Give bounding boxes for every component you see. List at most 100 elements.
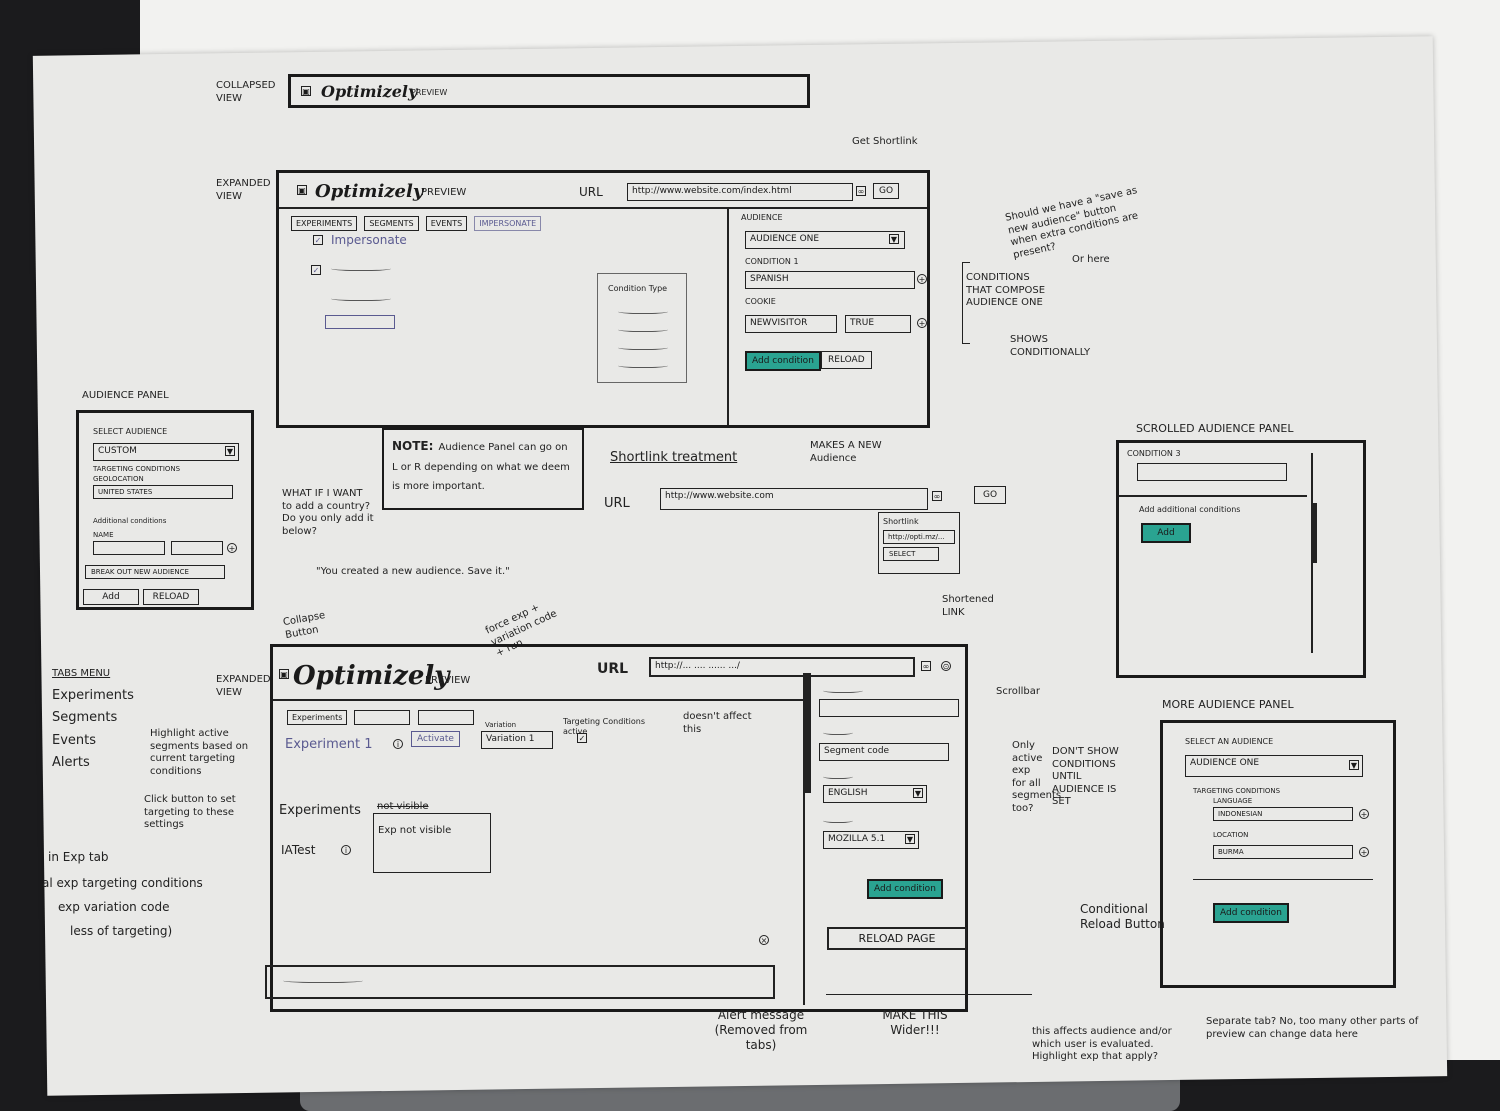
audience-panel: SELECT AUDIENCE CUSTOM ▼ TARGETING CONDI…: [76, 410, 254, 610]
tab-segments[interactable]: SEGMENTS: [364, 216, 419, 231]
sp-condition3-label: CONDITION 3: [1127, 449, 1181, 458]
exp-variation-line: exp variation code: [58, 900, 170, 914]
make-wider-line: [826, 994, 1032, 995]
audience-heading: AUDIENCE: [741, 213, 783, 222]
cookie-name-field[interactable]: NEWVISITOR: [745, 315, 837, 333]
tab-events[interactable]: EVENTS: [425, 216, 468, 231]
ap-reload-button[interactable]: RELOAD: [143, 589, 199, 605]
reload-page-button[interactable]: RELOAD PAGE: [827, 927, 967, 950]
ia-test-info-icon[interactable]: i: [341, 845, 351, 855]
tabs-menu-item: Experiments: [52, 688, 134, 703]
bottom-shortlink-icon[interactable]: ∞: [921, 661, 931, 671]
mp-select-arrow-icon[interactable]: ▼: [1349, 760, 1359, 770]
experiment-info-icon[interactable]: i: [393, 739, 403, 749]
impersonate-dropdown[interactable]: [325, 315, 395, 329]
bottom-tab-3[interactable]: [417, 710, 474, 725]
top-go-button[interactable]: GO: [873, 183, 900, 199]
collapse-toggle-icon[interactable]: ▣: [301, 86, 311, 96]
sidebar-line: [823, 687, 863, 693]
tabs-menu-item: Alerts: [52, 754, 90, 770]
collapse-button-icon[interactable]: ▣: [297, 185, 307, 195]
ap-plus-icon[interactable]: +: [227, 543, 237, 553]
bottom-go-icon[interactable]: ⊙: [941, 661, 951, 671]
bottom-tab-2[interactable]: [354, 710, 411, 725]
mp-language-plus-icon[interactable]: +: [1359, 809, 1369, 819]
ap-select-arrow-icon[interactable]: ▼: [225, 446, 235, 456]
mp-targeting-label: TARGETING CONDITIONS: [1193, 787, 1281, 795]
tab-experiments[interactable]: EXPERIMENTS: [291, 216, 358, 231]
english-arrow-icon[interactable]: ▼: [913, 788, 923, 798]
affects-audience-note: this affects audience and/or which user …: [1032, 1026, 1172, 1062]
add-condition-button[interactable]: Add condition: [745, 351, 821, 371]
bottom-sidebar: Segment code ENGLISH ▼ MOZILLA 5.1 ▼ Add…: [803, 673, 971, 1005]
impersonate-label: Impersonate: [331, 233, 407, 247]
english-select[interactable]: ENGLISH: [823, 785, 927, 803]
ap-add-button[interactable]: Add: [83, 589, 139, 605]
sp-add-button[interactable]: Add: [1141, 523, 1191, 543]
placeholder-line: [331, 295, 391, 301]
scrolled-panel-title: SCROLLED AUDIENCE PANEL: [1136, 422, 1294, 435]
shortlink-icon[interactable]: ∞: [856, 186, 866, 196]
bottom-collapse-icon[interactable]: ▣: [279, 669, 289, 679]
mp-location-field[interactable]: BURMA: [1213, 845, 1353, 859]
cookie-value-field[interactable]: TRUE: [845, 315, 911, 333]
ap-select-field[interactable]: CUSTOM: [93, 443, 239, 461]
expanded-view-label-top: EXPANDED VIEW: [216, 178, 271, 202]
segment-code-field[interactable]: Segment code: [819, 743, 949, 761]
shortlink-go-button[interactable]: GO: [974, 486, 1007, 504]
tabs-menu-list: Experiments Segments Events Alerts: [52, 688, 142, 771]
shortlink-select-button[interactable]: SELECT: [883, 547, 939, 561]
tabs-menu-item: Segments: [52, 710, 118, 726]
mp-divider: [1193, 879, 1373, 880]
ia-test-label: IATest: [281, 843, 316, 857]
reload-button[interactable]: RELOAD: [821, 351, 872, 369]
add-condition-plus-icon[interactable]: +: [917, 274, 927, 284]
ap-name-field[interactable]: [93, 541, 165, 555]
sidebar-field-1[interactable]: [819, 699, 959, 717]
impersonate-checkbox-icon[interactable]: ✓: [313, 235, 323, 245]
expanded-view-label-bottom: EXPANDED VIEW: [216, 674, 271, 698]
mozilla-select[interactable]: MOZILLA 5.1: [823, 831, 919, 849]
dont-show-note: DON'T SHOW CONDITIONS UNTIL AUDIENCE IS …: [1052, 746, 1119, 807]
ap-name-label: NAME: [93, 531, 114, 539]
mp-add-condition-button[interactable]: Add condition: [1213, 903, 1289, 923]
mp-language-field[interactable]: INDONESIAN: [1213, 807, 1353, 821]
shortlink-popup-field[interactable]: http://opti.mz/...: [883, 530, 955, 544]
more-panel-title: MORE AUDIENCE PANEL: [1162, 698, 1294, 711]
shortlink-url-icon[interactable]: ∞: [932, 491, 942, 501]
sp-condition3-field[interactable]: [1137, 463, 1287, 481]
top-url-field[interactable]: http://www.website.com/index.html: [627, 183, 853, 201]
tab-impersonate[interactable]: IMPERSONATE: [474, 216, 542, 231]
expanded-window-bottom: ▣ Optimizely PREVIEW URL http://... ....…: [265, 644, 971, 1012]
alert-close-icon[interactable]: ×: [759, 935, 769, 945]
mp-location-plus-icon[interactable]: +: [1359, 847, 1369, 857]
scrollbar-note: Scrollbar: [996, 686, 1040, 697]
cookie-plus-icon[interactable]: +: [917, 318, 927, 328]
variation-select[interactable]: Variation 1: [481, 731, 553, 749]
condition1-select[interactable]: SPANISH: [745, 271, 915, 289]
bottom-url-field[interactable]: http://... .... ...... .../: [649, 657, 915, 677]
shortlink-popup-title: Shortlink: [883, 517, 919, 526]
or-here-note: Or here: [1072, 254, 1110, 265]
ap-value-field[interactable]: [171, 541, 223, 555]
bottom-tab-experiments[interactable]: Experiments: [287, 710, 348, 725]
activate-button[interactable]: Activate: [411, 731, 460, 747]
expanded-window-top: ▣ Optimizely PREVIEW URL http://www.webs…: [276, 170, 930, 428]
targeting-checkbox-icon[interactable]: ✓: [577, 733, 587, 743]
ap-geo-field[interactable]: UNITED STATES: [93, 485, 233, 499]
audience-select-arrow-icon[interactable]: ▼: [889, 234, 899, 244]
break-out-audience-button[interactable]: BREAK OUT NEW AUDIENCE: [85, 565, 225, 579]
collapsed-view-label: COLLAPSED VIEW: [216, 80, 276, 104]
sp-scrollbar-thumb[interactable]: [1311, 503, 1317, 563]
placeholder-line: [331, 265, 391, 271]
in-exp-tab-note: in Exp tab: [48, 850, 109, 864]
mp-select-field[interactable]: AUDIENCE ONE: [1185, 755, 1363, 777]
condition-option-line: [618, 344, 668, 350]
shortlink-url-field[interactable]: http://www.website.com: [660, 488, 928, 510]
bottom-scrollbar[interactable]: [805, 673, 811, 793]
condition-option-line: [618, 308, 668, 314]
audience-select[interactable]: AUDIENCE ONE: [745, 231, 905, 249]
created-audience-note: "You created a new audience. Save it.": [316, 566, 510, 577]
bottom-add-condition-button[interactable]: Add condition: [867, 879, 943, 899]
mozilla-arrow-icon[interactable]: ▼: [905, 834, 915, 844]
